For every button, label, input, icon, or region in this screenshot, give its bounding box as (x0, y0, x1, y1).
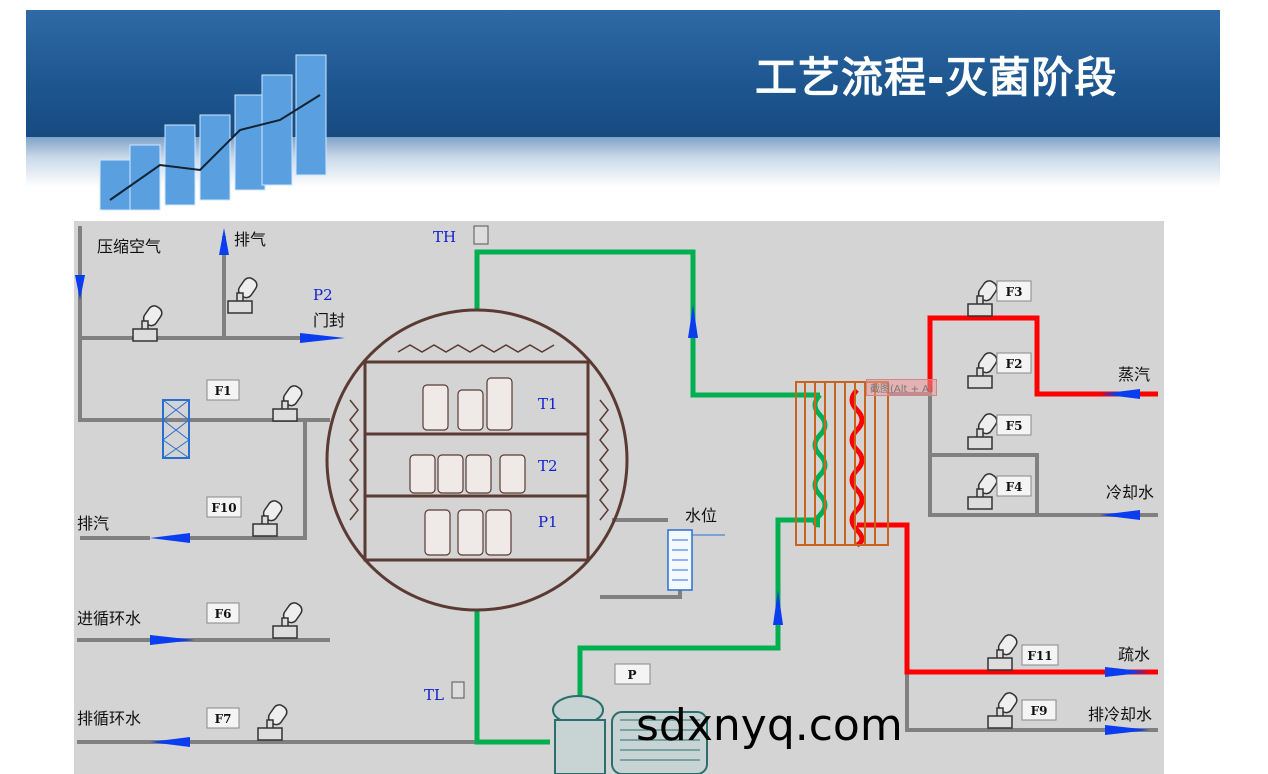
valve-f10[interactable]: F10 (206, 496, 242, 518)
svg-text:F5: F5 (1006, 419, 1023, 433)
label-inlet-circ: 进循环水 (77, 609, 141, 628)
label-drain: 疏水 (1118, 645, 1150, 664)
label-p1: P1 (538, 513, 558, 531)
valve-f1[interactable]: F1 (206, 379, 240, 401)
label-compressed-air: 压缩空气 (97, 237, 161, 256)
valve-f7[interactable]: F7 (206, 707, 240, 729)
pump-tag[interactable]: P (614, 663, 651, 685)
label-water-level: 水位 (685, 506, 717, 525)
valve-f3[interactable]: F3 (996, 280, 1032, 302)
valve-f6[interactable]: F6 (206, 602, 240, 624)
label-steam: 蒸汽 (1118, 365, 1150, 384)
circulation-pipes (474, 249, 828, 745)
valve-icons (132, 274, 1020, 741)
label-p2: P2 (313, 286, 333, 304)
label-t1: T1 (538, 395, 558, 413)
valve-f11[interactable]: F11 (1021, 644, 1059, 666)
label-outlet-cooling: 排冷却水 (1088, 705, 1152, 724)
bottles (409, 377, 526, 556)
label-door-seal: 门封 (313, 311, 345, 330)
svg-text:P: P (627, 668, 636, 682)
valve-f4[interactable]: F4 (996, 475, 1032, 497)
svg-text:F11: F11 (1027, 649, 1052, 663)
screenshot-tooltip: 截图(Alt + A) (866, 379, 937, 396)
svg-text:F10: F10 (211, 501, 236, 515)
heat-exchanger (795, 381, 889, 546)
temp-sensor-th (473, 225, 489, 245)
label-cooling-water: 冷却水 (1106, 483, 1154, 502)
label-outlet-circ: 排循环水 (77, 709, 141, 728)
svg-text:F6: F6 (215, 607, 232, 621)
svg-text:F4: F4 (1006, 480, 1023, 494)
filter (162, 399, 190, 459)
svg-text:F2: F2 (1006, 357, 1023, 371)
svg-text:F1: F1 (215, 384, 232, 398)
label-exhaust-top: 排气 (234, 230, 266, 249)
valve-f2[interactable]: F2 (996, 352, 1032, 374)
sterilizer-vessel (325, 308, 629, 612)
temp-sensor-tl (451, 681, 465, 699)
label-t2: T2 (538, 457, 558, 475)
flow-arrows (75, 228, 1150, 747)
valve-f9[interactable]: F9 (1021, 699, 1057, 721)
label-tl: TL (424, 686, 444, 704)
page-title: 工艺流程-灭菌阶段 (755, 53, 1118, 102)
pump (552, 695, 708, 774)
water-level-sensor (667, 529, 725, 591)
svg-text:F9: F9 (1031, 704, 1048, 718)
steam-pipes (849, 315, 1158, 675)
valve-f5[interactable]: F5 (996, 414, 1032, 436)
svg-text:F3: F3 (1006, 285, 1023, 299)
label-th: TH (433, 228, 456, 246)
label-exhaust-steam: 排汽 (77, 514, 109, 533)
watermark: sdxnyq.com (636, 700, 903, 751)
svg-text:F7: F7 (215, 712, 232, 726)
